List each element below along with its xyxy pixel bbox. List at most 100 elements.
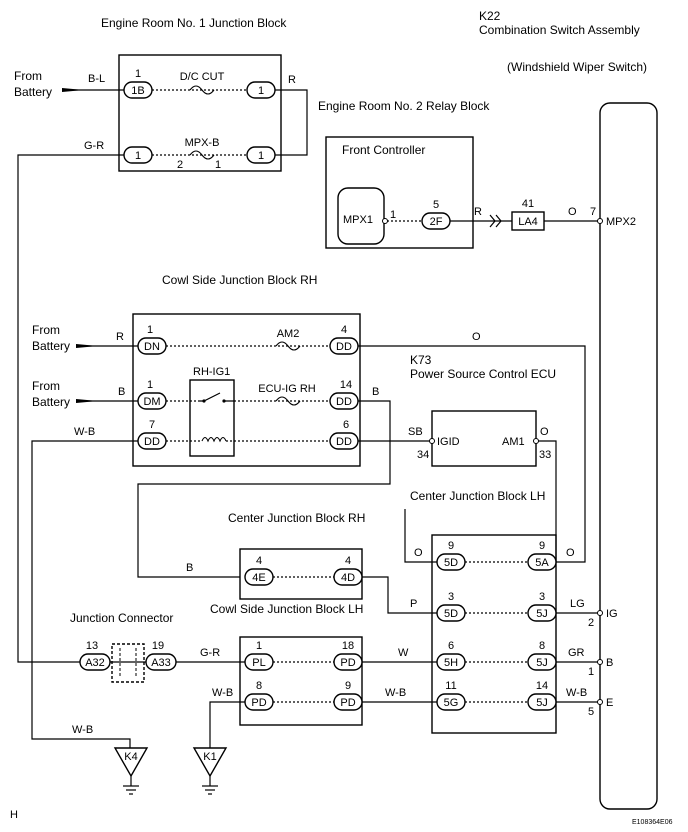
cj-5g-pin-11: 11: [445, 680, 456, 692]
jconn-title: Junction Connector: [70, 611, 173, 625]
cj-lh-frame: [431, 534, 557, 734]
am2-fuse-label: AM2: [277, 328, 300, 340]
battery-arrow-2-icon: [76, 344, 98, 348]
er1-pin-1: 1: [135, 68, 141, 80]
ecu-ig-rh-fuse-label: ECU-IG RH: [258, 383, 316, 395]
battery-arrow-3-icon: [76, 399, 98, 403]
pd-pin-9: 9: [345, 680, 351, 692]
wire-r-er-label: R: [288, 74, 296, 86]
a32-pin-13: 13: [86, 640, 98, 652]
er1-block-frame: [118, 54, 282, 172]
dn-pin-1: 1: [147, 324, 153, 336]
from-battery-2-from: From: [32, 323, 60, 337]
cj-conn-5j-ig-label: 5J: [536, 608, 548, 620]
igid-pin-34: 34: [417, 449, 429, 461]
bottom-conn-pd-8-label: PD: [251, 697, 266, 709]
ground-k4-label: K4: [124, 751, 137, 763]
wire-p-label: P: [410, 598, 417, 610]
mpx1-label: MPX1: [343, 214, 373, 226]
from-battery-3-from: From: [32, 379, 60, 393]
wire-b-4e-label: B: [186, 562, 193, 574]
am1-pin-33: 33: [539, 449, 551, 461]
front-conn-2f-label: 2F: [430, 216, 443, 228]
cj-5j-pin-14: 14: [536, 680, 548, 692]
wire-gr-b-label: GR: [568, 647, 585, 659]
from-battery-1-from: From: [14, 69, 42, 83]
rh-ig1-relay-label: RH-IG1: [193, 366, 230, 378]
corner-label-right: E108364E06: [632, 819, 673, 826]
wire-b-ecu-label: B: [372, 386, 379, 398]
wire-o-mpx2-label: O: [568, 206, 577, 218]
cowl-conn-4e-label: 4E: [252, 572, 265, 584]
dd-pin-6: 6: [343, 419, 349, 431]
switch-part-code: K22: [479, 9, 501, 23]
mpx-b-fuse-icon: [189, 150, 215, 160]
cj-5j-pin-8: 8: [539, 640, 545, 652]
a33-pin-19: 19: [152, 640, 164, 652]
cj-conn-5a: [527, 553, 557, 571]
er1-conn-1-bl-label: 1: [135, 150, 141, 162]
cj-conn-5g-label: 5G: [444, 697, 459, 709]
wire-o-cj-left-label: O: [414, 547, 423, 559]
ground-k1-label: K1: [203, 751, 216, 763]
cj-5a-pin-9: 9: [539, 540, 545, 552]
cj-conn-5j-e-label: 5J: [536, 697, 548, 709]
psc-ecu-code: K73: [410, 353, 432, 367]
er1-conn-1b-label: 1B: [131, 85, 144, 97]
ground-k1-icon: [192, 747, 228, 778]
wire-lg-label: LG: [570, 598, 585, 610]
bottom-conn-pd-18-label: PD: [340, 657, 355, 669]
wire-sb-label: SB: [408, 426, 423, 438]
am1-label: AM1: [502, 436, 525, 448]
igid-label: IGID: [437, 436, 460, 448]
cj-conn-5h-label: 5H: [444, 657, 458, 669]
switch-subtitle: (Windshield Wiper Switch): [507, 60, 647, 74]
dc-cut-fuse-icon: [189, 85, 215, 95]
splice-chevron-icon: [489, 214, 502, 228]
cowl-conn-dm-label: DM: [143, 396, 160, 408]
wire-wb-k4-label: W-B: [72, 724, 93, 736]
dm-pin-1: 1: [147, 379, 153, 391]
cowl-conn-dd-7-label: DD: [144, 436, 160, 448]
cj-5d-pin-3: 3: [448, 591, 454, 603]
cowl-conn-dd-am2-label: DD: [336, 341, 352, 353]
cj-conn-5a-label: 5A: [535, 557, 549, 569]
e-pin-5: 5: [588, 706, 594, 718]
dd-pin-14: 14: [340, 379, 352, 391]
cowl-4d-pin-4: 4: [345, 555, 351, 567]
cowl-conn-4d-label: 4D: [341, 572, 355, 584]
from-battery-3-battery: Battery: [32, 395, 70, 409]
wire-r-front-label: R: [474, 206, 482, 218]
wire-gr-pl-label: G-R: [200, 647, 220, 659]
pd-pin-8: 8: [256, 680, 262, 692]
jconn-a33-label: A33: [151, 657, 171, 669]
psc-ecu-title: Power Source Control ECU: [410, 367, 556, 381]
wire-gr-top-label: G-R: [84, 140, 104, 152]
wire-o-am1-label: O: [540, 426, 549, 438]
mpx1-pin-1: 1: [390, 209, 396, 221]
cj-conn-5d-mid-label: 5D: [444, 608, 458, 620]
mpx-b-fuse-label: MPX-B: [185, 137, 220, 149]
cj-5h-pin-6: 6: [448, 640, 454, 652]
cj-conn-5j-b-label: 5J: [536, 657, 548, 669]
bottom-conn-pd-9-label: PD: [340, 697, 355, 709]
battery-arrow-1-icon: [62, 88, 84, 92]
wire-r-dn-label: R: [116, 331, 124, 343]
e-terminal-label: E: [606, 697, 613, 709]
mpx-b-pin-1: 1: [215, 159, 221, 171]
ig-label: IG: [606, 608, 618, 620]
jconn-body: [111, 643, 145, 683]
mpx1-module: [337, 187, 385, 245]
cj-rh-title: Center Junction Block RH: [228, 511, 365, 525]
cowl-conn-dd-ecu-label: DD: [336, 396, 352, 408]
corner-label-left: H: [10, 809, 18, 821]
dd-pin-7: 7: [149, 419, 155, 431]
ig-pin-2: 2: [588, 617, 594, 629]
wire-w-label: W: [398, 647, 409, 659]
dd-pin-4: 4: [341, 324, 347, 336]
am2-fuse-icon: [275, 341, 301, 351]
cj-conn-5d-top-label: 5D: [444, 557, 458, 569]
conn-la4-label: LA4: [518, 216, 538, 228]
switch-title: Combination Switch Assembly: [479, 23, 640, 37]
b-pin-1: 1: [588, 666, 594, 678]
